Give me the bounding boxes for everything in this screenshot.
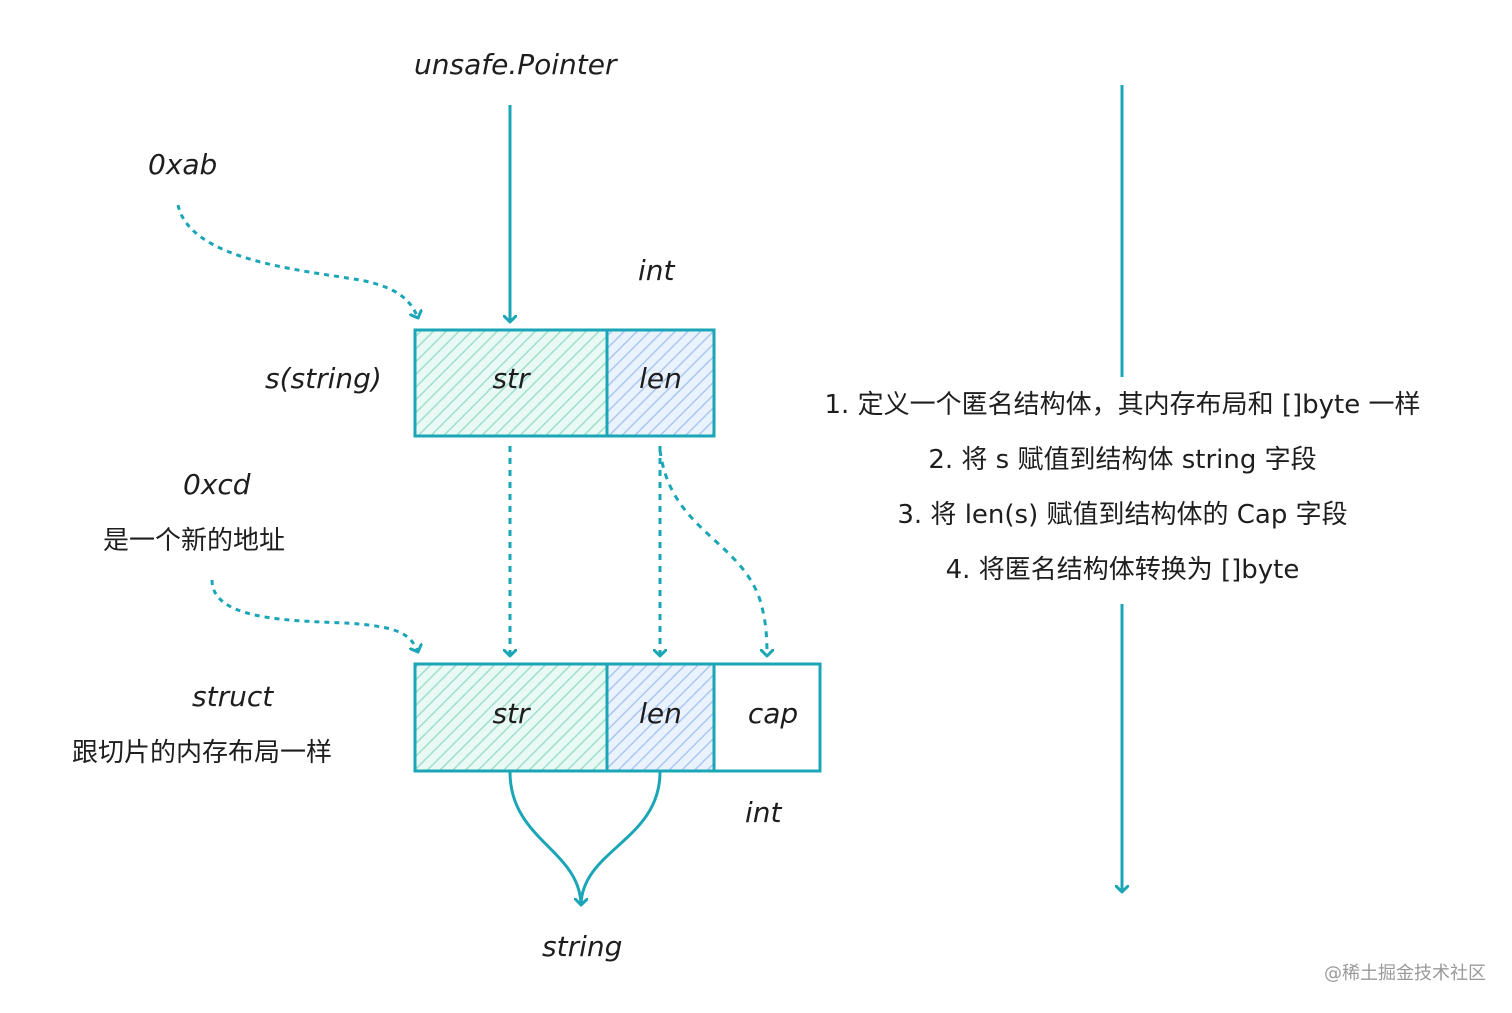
string-output-label: string [542, 930, 623, 963]
step-4: 4. 将匿名结构体转换为 []byte [945, 555, 1300, 585]
watermark: @稀土掘金技术社区 [1324, 963, 1486, 984]
step-2: 2. 将 s 赋值到结构体 string 字段 [928, 445, 1317, 475]
step-3: 3. 将 len(s) 赋值到结构体的 Cap 字段 [897, 500, 1348, 530]
bottom-block [413, 662, 822, 773]
len-to-cap-arrow [658, 449, 767, 656]
addr-ab-label: 0xab [148, 148, 218, 181]
top-str-text: str [492, 362, 530, 395]
top-len-cell [605, 328, 716, 438]
addr-ab-arrow [176, 204, 418, 318]
str-merge-curve [508, 771, 583, 906]
new-addr-label: 是一个新的地址 [103, 526, 286, 556]
step-1: 1. 定义一个匿名结构体，其内存布局和 []byte 一样 [824, 390, 1421, 420]
int-top-label: int [638, 254, 675, 287]
bottom-str-cell [413, 662, 609, 773]
bottom-cap-cell [712, 662, 822, 773]
addr-cd-arrow [210, 579, 418, 652]
struct-desc-label: 跟切片的内存布局一样 [72, 738, 333, 768]
s-string-label: s(string) [265, 362, 382, 395]
bottom-str-text: str [492, 697, 530, 730]
top-len-text: len [639, 362, 682, 395]
len-merge-curve [581, 771, 662, 905]
struct-label: struct [192, 680, 274, 713]
top-str-cell [413, 328, 609, 438]
bottom-cap-text: cap [747, 697, 799, 730]
int-bottom-label: int [745, 796, 782, 829]
steps-list: 1. 定义一个匿名结构体，其内存布局和 []byte 一样 2. 将 s 赋值到… [750, 378, 1495, 598]
pointer-label: unsafe.Pointer [414, 48, 617, 81]
bottom-len-text: len [639, 697, 682, 730]
addr-cd-label: 0xcd [183, 468, 251, 501]
top-block [413, 328, 716, 438]
